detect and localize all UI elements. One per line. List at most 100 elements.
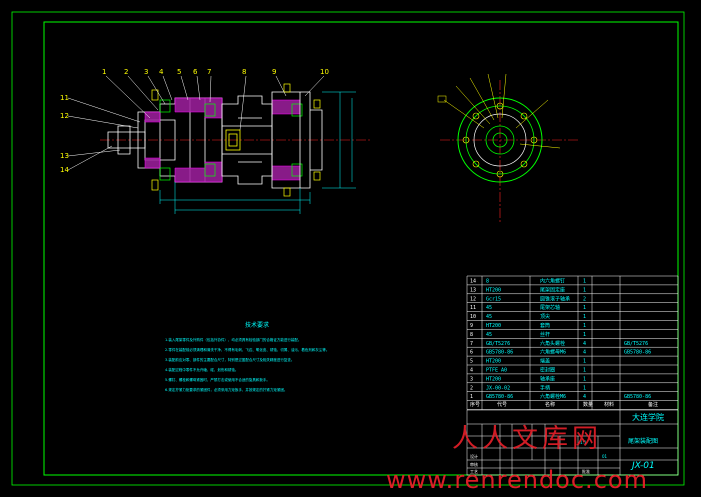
bom-name: 圆锥滚子轴承 xyxy=(540,295,570,302)
bearings xyxy=(159,99,303,181)
balloon: 13 xyxy=(60,152,69,160)
balloon-labels: 1 2 3 4 5 6 7 8 9 10 11 12 13 14 xyxy=(60,68,329,174)
section-hatch xyxy=(144,97,301,183)
bom-std: GB/T5276 xyxy=(624,341,648,347)
tech-title: 技术要求 xyxy=(245,321,269,329)
bom-no: 6 xyxy=(470,350,473,356)
section-view: 1 2 3 4 5 6 7 8 9 10 11 12 13 14 xyxy=(60,68,370,214)
bom-header-std: 备注 xyxy=(648,401,658,408)
bom-qty: 1 xyxy=(583,385,586,391)
bolts xyxy=(151,83,321,197)
bom-name: 密封圈 xyxy=(540,367,555,374)
bom-no: 9 xyxy=(470,323,473,329)
bom-name: 顶尖 xyxy=(540,313,550,320)
bom-header-name: 名称 xyxy=(545,401,555,408)
balloon: 1 xyxy=(102,68,106,76)
bom-name: 六角螺栓M6 xyxy=(540,393,566,400)
bom-name: 丝杆 xyxy=(540,331,550,338)
bom-qty: 1 xyxy=(583,314,586,320)
scale: 1:1 xyxy=(580,440,587,445)
bom-name: 套筒 xyxy=(540,322,550,329)
bom-qty: 1 xyxy=(583,376,586,382)
bom-qty: 1 xyxy=(583,305,586,311)
balloon: 10 xyxy=(320,68,329,76)
balloon: 7 xyxy=(207,68,211,76)
watermark-cn: 人人文库网 xyxy=(452,424,603,454)
designer-label: 设计 xyxy=(470,453,478,459)
checker-label: 审核 xyxy=(470,461,478,467)
balloon: 3 xyxy=(144,68,148,76)
balloon: 2 xyxy=(124,68,128,76)
leader-lines xyxy=(67,75,325,171)
bom-no: 2 xyxy=(470,385,473,391)
bom-name: 端盖 xyxy=(540,358,550,365)
bolt-holes xyxy=(462,102,538,178)
tech-note: 4.装配过程中零件不允许磕、碰、划伤和锈蚀。 xyxy=(165,367,238,372)
bom-qty: 1 xyxy=(583,287,586,293)
bom-name: 六角头螺栓 xyxy=(540,340,565,347)
inner-frame xyxy=(43,21,679,476)
balloon: 4 xyxy=(159,68,164,76)
balloon: 9 xyxy=(272,68,276,76)
bom-code: 8 xyxy=(486,279,489,285)
housing-right xyxy=(271,91,323,189)
bom-header: 序号 代号 名称 数量 材料 备注 xyxy=(470,401,658,408)
bom-qty: 4 xyxy=(583,341,586,347)
tech-note: 1.装入尾架零件及外购件（包括外协件），均必须具有检验部门的合格证方能进行装配。 xyxy=(165,337,301,342)
drawing-no: JX-01 xyxy=(630,461,655,471)
outer-frame xyxy=(11,11,685,486)
bom-code: JX-00-02 xyxy=(486,385,510,391)
bom-qty: 1 xyxy=(583,323,586,329)
bom-std: GB5780-86 xyxy=(624,394,651,400)
bom-name: 尾架固定座 xyxy=(540,286,565,293)
bom-header-no: 序号 xyxy=(470,401,480,408)
bom-name: 轴承座 xyxy=(540,375,555,382)
school-name: 大连学院 xyxy=(632,412,664,422)
balloon: 11 xyxy=(60,94,69,102)
bom-name: 内六角螺钉 xyxy=(540,278,565,285)
sheet: 01 xyxy=(602,454,608,459)
bom-no: 14 xyxy=(470,279,476,285)
bom-no: 8 xyxy=(470,332,473,338)
tech-note: 6.规定拧紧力矩要求的紧固件，必须采用力矩扳手，并按规定的拧紧力矩紧固。 xyxy=(165,387,287,392)
balloon: 5 xyxy=(177,68,181,76)
bom-qty: 4 xyxy=(583,350,586,356)
title-block: 大连学院 尾架装配图 JX-01 1:1 01 设计 审核 工艺 批准 xyxy=(466,409,679,476)
bom-no: 10 xyxy=(470,314,476,320)
approve-label: 批准 xyxy=(582,468,590,474)
tech-note: 5.螺钉、螺栓和螺母紧固时，严禁打击或使用不合适的旋具和扳手。 xyxy=(165,377,270,382)
bom-header-code: 代号 xyxy=(497,401,507,408)
core-element xyxy=(225,129,241,151)
bom-no: 7 xyxy=(470,341,473,347)
tech-note: 3.装配前应对零、部件的主要配合尺寸，特别是过盈配合尺寸及相关精度进行复查。 xyxy=(165,357,294,362)
bom-code: GB/T5276 xyxy=(486,341,510,347)
balloon: 6 xyxy=(193,68,198,76)
bom-name: 尾架芯轴 xyxy=(540,304,560,311)
bom-no: 5 xyxy=(470,359,473,365)
bom-code: HT200 xyxy=(486,287,501,293)
bom-qty: 2 xyxy=(583,296,586,302)
radial-leaders xyxy=(443,73,561,149)
bom-name: 手柄 xyxy=(540,384,550,391)
bom-name: 六角螺母M6 xyxy=(540,349,566,356)
bom-qty: 1 xyxy=(583,359,586,365)
technical-requirements: 技术要求 1.装入尾架零件及外购件（包括外协件），均必须具有检验部门的合格证方能… xyxy=(165,321,329,392)
bom-no: 11 xyxy=(470,305,476,311)
drawing-name: 尾架装配图 xyxy=(628,437,658,445)
bom-no: 4 xyxy=(470,368,473,374)
bom-qty: 4 xyxy=(583,394,586,400)
balloon: 14 xyxy=(60,166,69,174)
craft-label: 工艺 xyxy=(470,469,478,474)
bom-no: 13 xyxy=(470,287,476,293)
bom-code: 45 xyxy=(486,332,492,338)
bom-code: HT200 xyxy=(486,323,501,329)
bom-std: GB5780-86 xyxy=(624,350,651,356)
bom-qty: 1 xyxy=(583,332,586,338)
end-view xyxy=(437,73,580,222)
bom-qty: 1 xyxy=(583,279,586,285)
watermark-url: www.renrendoc.com xyxy=(386,466,648,494)
bom-header-qty: 数量 xyxy=(583,401,593,408)
bom-code: HT200 xyxy=(486,376,501,382)
